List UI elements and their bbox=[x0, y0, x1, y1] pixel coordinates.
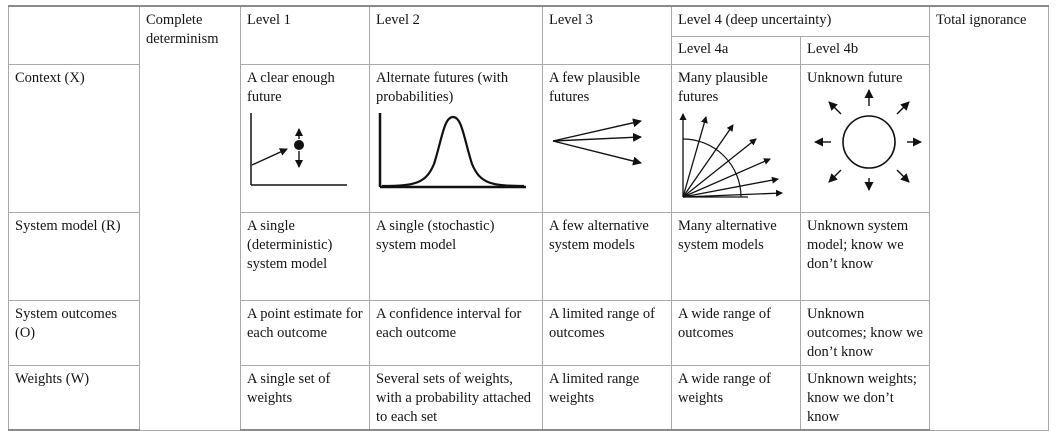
corner-cell bbox=[8, 5, 140, 65]
row-system-outcomes: System outcomes (O) A point estimate for… bbox=[8, 300, 1049, 366]
context-level-1: A clear enough future bbox=[240, 64, 370, 213]
weights-level-2: Several sets of weights, with a probabil… bbox=[369, 365, 543, 431]
outcomes-level-3: A limited range of outcomes bbox=[542, 300, 672, 366]
model-level-4b: Unknown system model; know we don’t know bbox=[799, 212, 931, 301]
header-level-2: Level 2 bbox=[369, 5, 543, 65]
context-level-4b: Unknown future bbox=[799, 64, 931, 213]
model-level-3: A few alternative system models bbox=[542, 212, 672, 301]
row-context: Context (X) A clear enough future Altern… bbox=[8, 64, 1049, 213]
context-level-4a: Many plausible futures bbox=[671, 64, 801, 213]
weights-level-3: A limited range weights bbox=[542, 365, 672, 431]
cell-text: Many plausible futures bbox=[678, 70, 768, 105]
outcomes-level-4a: A wide range of outcomes bbox=[671, 300, 801, 366]
header-level-3: Level 3 bbox=[542, 5, 672, 65]
circle-radiating-arrows-icon bbox=[814, 89, 922, 191]
outcomes-level-1: A point estimate for each outcome bbox=[240, 300, 370, 366]
model-level-2: A single (stochastic) system model bbox=[369, 212, 543, 301]
header-level-4a: Level 4a bbox=[671, 36, 801, 65]
model-level-4a: Many alternative system models bbox=[671, 212, 801, 301]
uncertainty-levels-table: Complete determinism Level 1 Level 2 Lev… bbox=[8, 5, 1050, 431]
weights-level-4a: A wide range of weights bbox=[671, 365, 801, 431]
cell-text: A few plausible futures bbox=[549, 70, 641, 105]
header-complete-determinism: Complete determinism bbox=[139, 5, 241, 431]
cell-text: A clear enough future bbox=[247, 70, 335, 105]
outcomes-level-4b: Unknown outcomes; know we don’t know bbox=[799, 300, 931, 366]
single-point-arrow-icon bbox=[250, 113, 347, 186]
bell-curve-icon bbox=[378, 113, 526, 189]
row-label: System outcomes (O) bbox=[8, 300, 140, 366]
row-label: Weights (W) bbox=[8, 365, 140, 431]
outcomes-level-2: A confidence interval for each outcome bbox=[369, 300, 543, 366]
header-total-ignorance: Total ignorance bbox=[929, 5, 1050, 431]
few-arrows-icon bbox=[552, 118, 642, 166]
header-level-4b: Level 4b bbox=[799, 36, 931, 65]
fan-arrows-icon bbox=[679, 113, 783, 198]
header-level-4: Level 4 (deep uncertainty) bbox=[670, 5, 931, 37]
context-level-2: Alternate futures (with probabilities) bbox=[369, 64, 543, 213]
weights-level-4b: Unknown weights; know we don’t know bbox=[799, 365, 931, 431]
row-label: Context (X) bbox=[8, 64, 140, 213]
row-system-model: System model (R) A single (deterministic… bbox=[8, 212, 1049, 301]
cell-text: Alternate futures (with probabilities) bbox=[376, 70, 509, 105]
subheader-row: Level 4a Level 4b bbox=[9, 36, 1049, 65]
cell-text: Unknown future bbox=[807, 70, 903, 86]
context-level-3: A few plausible futures bbox=[542, 64, 672, 213]
header-level-1: Level 1 bbox=[240, 5, 370, 65]
weights-level-1: A single set of weights bbox=[240, 365, 370, 431]
row-label: System model (R) bbox=[8, 212, 140, 301]
model-level-1: A single (deterministic) system model bbox=[240, 212, 370, 301]
header-row: Complete determinism Level 1 Level 2 Lev… bbox=[8, 5, 1050, 431]
